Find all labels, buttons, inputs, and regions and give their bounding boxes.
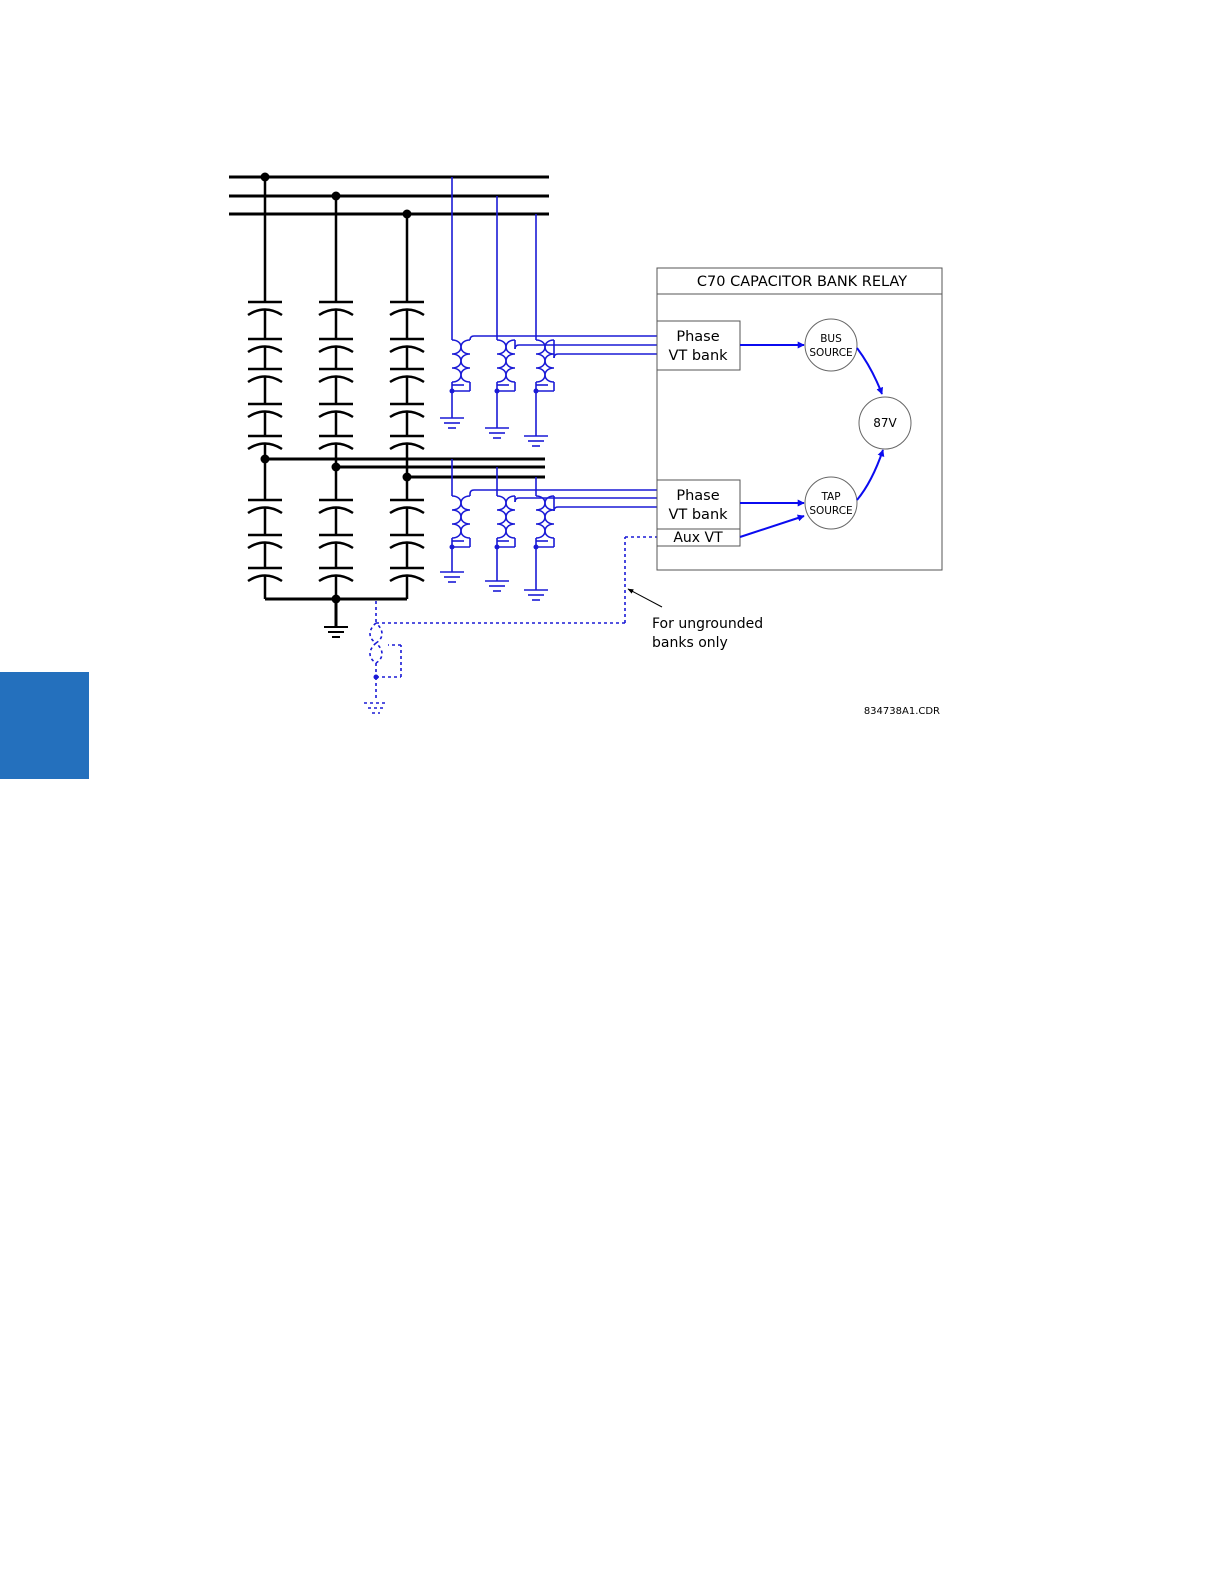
bus-source-label-1: BUS [820,333,842,345]
tap-source-label-1: TAP [820,491,840,503]
note-line-2: banks only [652,635,728,651]
note-pointer [628,589,662,607]
capacitor-phase-b [319,196,353,599]
tap-source-circle [805,477,857,529]
upper-vt-label-1: Phase [676,329,719,345]
relay-title: C70 CAPACITOR BANK RELAY [697,274,907,290]
capacitor-phase-a [248,177,282,599]
upper-vt-set [440,177,657,446]
note-line-1: For ungrounded [652,616,763,632]
relay-box [657,268,942,570]
neutral-ground-icon [324,627,348,637]
drawing-id: 834738A1.CDR [864,706,940,717]
tap-source-label-2: SOURCE [809,505,852,517]
aux-vt-label: Aux VT [673,530,723,546]
element-87v-label: 87V [873,416,897,430]
lower-vt-label-1: Phase [676,488,719,504]
upper-vt-label-2: VT bank [668,348,728,364]
capacitor-phase-c [390,214,424,599]
bus-source-circle [805,319,857,371]
aux-vt-dot [374,675,379,680]
neutral-dot [332,595,341,604]
bus-bars [229,177,549,214]
bus-source-label-2: SOURCE [809,347,852,359]
lower-vt-label-2: VT bank [668,507,728,523]
